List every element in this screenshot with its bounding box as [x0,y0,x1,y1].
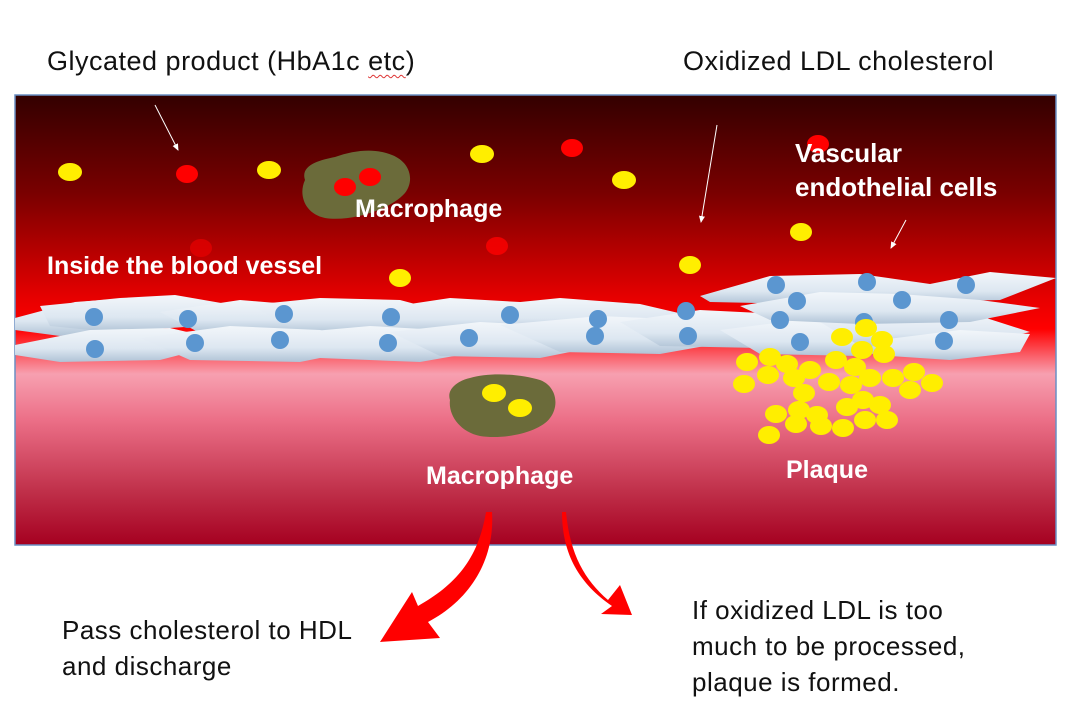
plaque-cluster [733,319,943,444]
plaque-ldl-particle [831,328,853,346]
plaque-ldl-particle [903,363,925,381]
oxidized-ldl-particle [470,145,494,163]
plaque-ldl-particle [788,401,810,419]
nucleus [379,334,397,352]
nucleus [275,305,293,323]
plaque-ldl-particle [871,331,893,349]
nucleus [460,329,478,347]
plaque-ldl-particle [759,348,781,366]
plaque-ldl-particle [876,411,898,429]
plaque-ldl-particle [825,351,847,369]
vascular-endothelial-label: Vascular endothelial cells [795,138,998,202]
plaque-ldl-particle [783,369,805,387]
nucleus [382,308,400,326]
oxidized-ldl-particle [389,269,411,287]
glycated-particle [807,135,829,153]
nucleus [679,327,697,345]
endothelial-cell [880,330,1030,360]
plaque-ldl-particle [921,374,943,392]
plaque-ldl-particle [810,417,832,435]
nucleus [957,276,975,294]
plaque-ldl-particle [859,369,881,387]
plaque-ldl-particle [851,341,873,359]
nucleus [589,310,607,328]
glycated-suffix-text: ) [405,46,416,76]
plaque-ldl-particle [869,396,891,414]
plaque-ldl-particle [757,366,779,384]
nucleus [858,273,876,291]
pass-to-hdl-label: Pass cholesterol to HDL and discharge [62,615,353,681]
oxidized-ldl-particle [679,256,701,274]
oxidized-ldl-particle [790,223,812,241]
nucleus [677,302,695,320]
plaque-ldl-particle [873,345,895,363]
glycated-particle [486,237,508,255]
nucleus [771,311,789,329]
glycated-particle [176,165,198,183]
plaque-ldl-particle [785,415,807,433]
glycated-particle [359,168,381,186]
endothelial-pointer-arrow [890,219,907,249]
nucleus [940,311,958,329]
plaque-ldl-particle [844,358,866,376]
nucleus [893,291,911,309]
plaque-ldl-particle [733,375,755,393]
inside-vessel-label: Inside the blood vessel [47,252,323,280]
oxidized-ldl-particle [612,171,636,189]
macrophage-top-body [302,150,411,219]
plaque-ldl-particle [854,411,876,429]
lumen-particles [58,135,829,287]
plaque-formation-arrow [562,512,632,615]
oxidized-ldl-particle [257,161,281,179]
nucleus [501,306,519,324]
oxidized-ldl-particle [508,399,532,417]
glycated-etc-text: etc [368,46,406,76]
glycated-product-text: Glycated product (HbA1c [47,46,369,76]
macrophage-bottom-body [449,374,556,438]
nucleus [791,333,809,351]
nucleus [179,310,197,328]
plaque-ldl-particle [899,381,921,399]
plaque-ldl-particle [758,426,780,444]
glycated-particle [561,139,583,157]
oxidized-ldl-particle [482,384,506,402]
plaque-ldl-particle [799,361,821,379]
nucleus [788,292,806,310]
glycated-product-label: Glycated product (HbA1c etc) [47,46,415,77]
plaque-ldl-particle [832,419,854,437]
oxidized-ldl-pointer-arrow [699,124,718,223]
macrophage-top-label: Macrophage [355,195,503,223]
nucleus [271,331,289,349]
plaque-ldl-particle [852,391,874,409]
glycated-particle [334,178,356,196]
nucleus [86,340,104,358]
plaque-ldl-particle [855,319,877,337]
glycated-particle [190,239,212,257]
plaque-ldl-particle [840,376,862,394]
macrophage-bottom-label: Macrophage [426,462,574,490]
plaque-ldl-particle [736,353,758,371]
plaque-ldl-particle [765,405,787,423]
plaque-label: Plaque [786,456,868,484]
hdl-discharge-arrow [380,512,493,642]
macrophage-bottom [449,374,556,438]
endothelial-cell-layer [15,272,1056,362]
oxidized-ldl-particle [58,163,82,181]
nucleus [767,276,785,294]
nucleus [85,308,103,326]
plaque-ldl-particle [776,355,798,373]
plaque-ldl-particle [793,384,815,402]
plaque-ldl-particle [882,369,904,387]
macrophage-top [302,150,411,219]
glycated-pointer-arrow [154,104,179,151]
endothelial-cell [740,292,1040,324]
nucleus [935,332,953,350]
nucleus [186,334,204,352]
nucleus [586,327,604,345]
oxidized-ldl-label: Oxidized LDL cholesterol [683,46,995,76]
plaque-ldl-particle [818,373,840,391]
plaque-formed-label: If oxidized LDL is too much to be proces… [692,595,966,697]
